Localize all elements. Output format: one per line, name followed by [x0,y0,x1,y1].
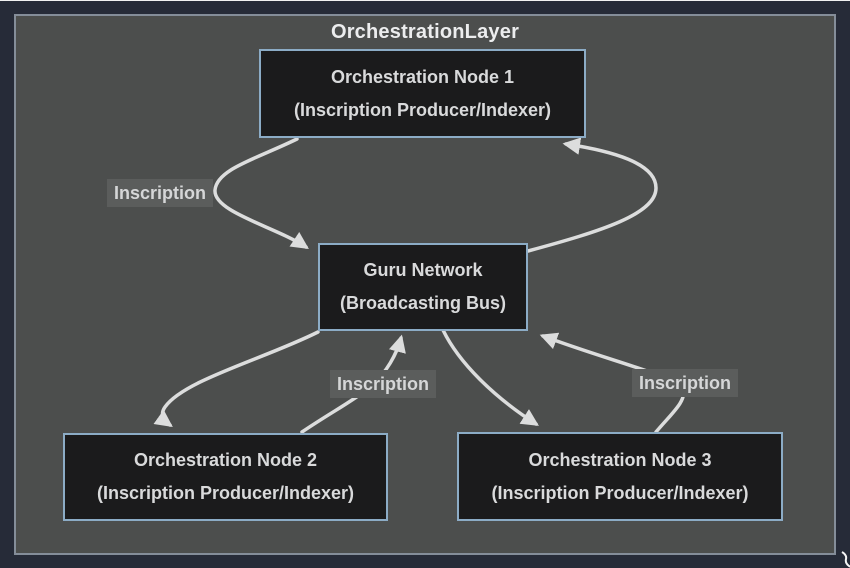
node-line1: Orchestration Node 1 [330,66,515,87]
node-line2: (Inscription Producer/Indexer) [293,99,552,120]
edge-label-inscription-right: Inscription [632,369,738,397]
diagram-title: OrchestrationLayer [330,21,520,43]
node-line1: Guru Network [363,260,483,280]
node-line2: (Inscription Producer/Indexer) [491,482,749,503]
node-orchestration-node-1: Orchestration Node 1 (Inscription Produc… [259,49,586,138]
edge-label-inscription-middle: Inscription [330,370,436,398]
node-line1: Orchestration Node 2 [133,450,318,470]
node-orchestration-node-3: Orchestration Node 3 (Inscription Produc… [457,432,783,521]
node-line2: (Broadcasting Bus) [339,293,507,313]
node-orchestration-node-2: Orchestration Node 2 (Inscription Produc… [63,433,388,521]
cursor-artifact [841,551,850,568]
edge-label-inscription-left: Inscription [107,179,213,207]
node-guru-network: Guru Network (Broadcasting Bus) [318,243,528,331]
node-line1: Orchestration Node 3 [528,449,712,470]
node-line2: (Inscription Producer/Indexer) [96,483,355,503]
